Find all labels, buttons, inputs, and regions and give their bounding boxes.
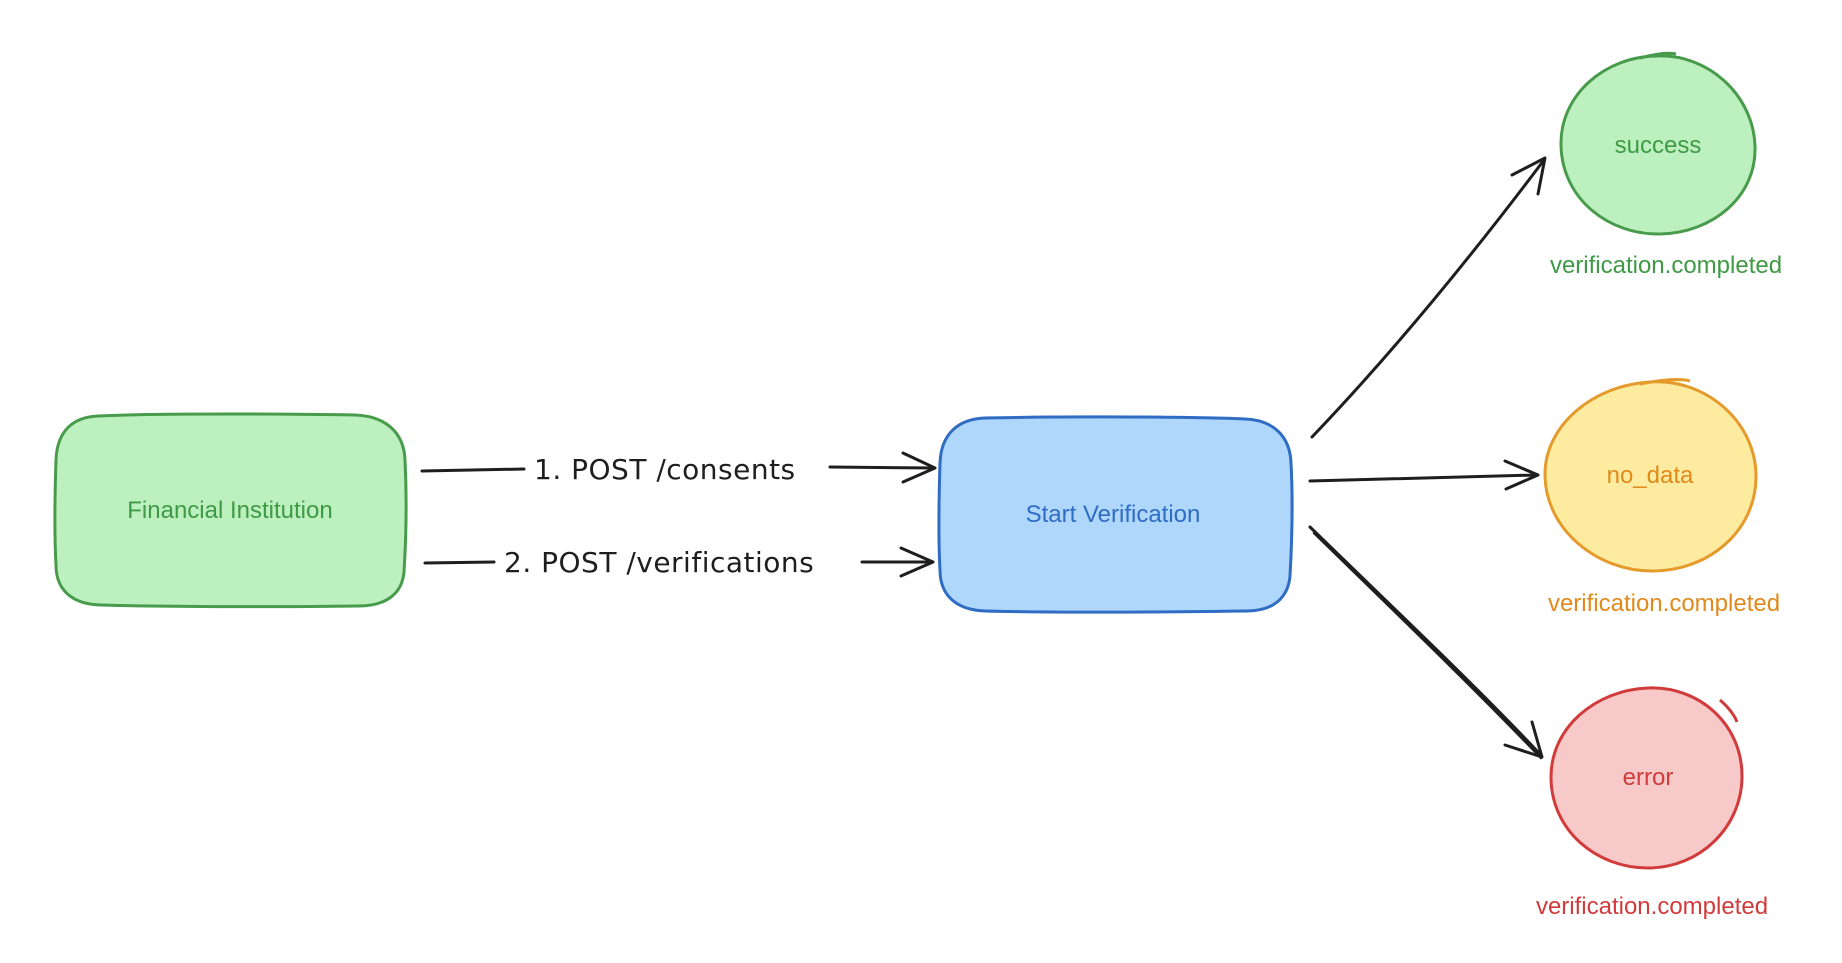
edge-verifications-arrowhead [899, 546, 935, 578]
success-node: success verification.completed [1550, 51, 1782, 279]
edge-consents-arrowhead [901, 451, 937, 484]
start-verification-label: Start Verification [1026, 501, 1201, 528]
edge-to-success-arrowhead [1510, 156, 1547, 196]
edge-to-error [1308, 525, 1544, 760]
edge-verifications: 2. POST /verifications [423, 546, 935, 579]
edge-consents-line-left [420, 467, 526, 473]
edge-verifications-label: 2. POST /verifications [504, 546, 814, 579]
edge-to-no-data-arrowhead [1503, 459, 1540, 491]
no-data-event-label: verification.completed [1548, 590, 1780, 617]
edge-to-error-arrowhead [1503, 720, 1544, 759]
success-event-label: verification.completed [1550, 252, 1782, 279]
financial-institution-label: Financial Institution [127, 497, 332, 524]
edge-consents-line-right [828, 465, 936, 470]
success-circle [1559, 51, 1757, 236]
edge-to-error-line [1308, 525, 1542, 756]
edge-to-error-line-second [1312, 531, 1543, 760]
edge-to-success-line [1310, 158, 1546, 439]
success-label: success [1615, 132, 1702, 159]
start-verification-box [937, 415, 1294, 614]
financial-institution-box [53, 412, 408, 609]
error-event-label: verification.completed [1536, 893, 1768, 920]
edge-to-success [1310, 156, 1547, 439]
edge-consents: 1. POST /consents [420, 451, 937, 486]
edge-verifications-line-left [423, 560, 496, 565]
edge-to-no-data-line [1308, 473, 1538, 483]
start-verification-node: Start Verification [937, 415, 1294, 614]
financial-institution-node: Financial Institution [53, 412, 408, 609]
error-circle [1549, 686, 1744, 870]
edge-consents-label: 1. POST /consents [534, 453, 796, 486]
no-data-circle [1543, 378, 1758, 573]
error-label: error [1623, 764, 1674, 791]
no-data-label: no_data [1607, 462, 1694, 489]
edge-to-no-data [1308, 459, 1540, 491]
no-data-node: no_data verification.completed [1543, 378, 1780, 617]
error-node: error verification.completed [1536, 686, 1768, 920]
